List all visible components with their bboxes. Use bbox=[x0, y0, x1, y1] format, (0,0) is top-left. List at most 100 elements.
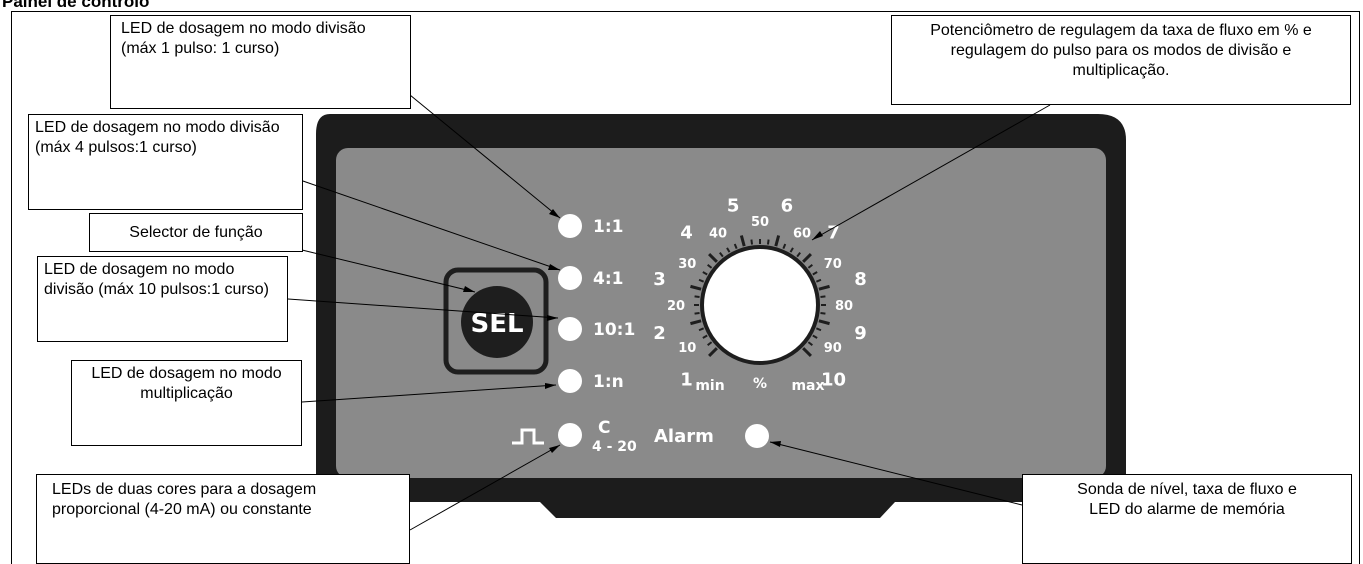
callout-led-10-1: LED de dosagem no modo divisão (máx 10 p… bbox=[37, 256, 288, 342]
led-1-1-label: 1:1 bbox=[593, 217, 623, 237]
alarm-label: Alarm bbox=[654, 426, 714, 447]
led-4-1-label: 4:1 bbox=[593, 269, 623, 289]
dial-minor-tick bbox=[815, 327, 822, 332]
dial-minor-tick bbox=[702, 271, 708, 276]
callout-led-dual: LEDs de duas cores para a dosagem propor… bbox=[36, 474, 410, 564]
dial-major-tick bbox=[739, 235, 746, 247]
dial-minor-tick bbox=[766, 239, 770, 245]
callout-led-1-n: LED de dosagem no modo multiplicação bbox=[71, 360, 302, 446]
dial-minor-tick bbox=[698, 278, 705, 283]
dial-minor-tick bbox=[796, 252, 801, 258]
page-title: Painel de controlo bbox=[2, 0, 150, 11]
dial-minor-tick bbox=[807, 341, 813, 346]
dial-major-tick bbox=[774, 235, 781, 247]
dial-percent-number: 80 bbox=[835, 299, 853, 314]
dial-percent-number: 90 bbox=[824, 341, 842, 356]
led-4-1 bbox=[558, 266, 582, 290]
dial-major-tick bbox=[818, 284, 830, 291]
dial-minor-tick bbox=[820, 295, 826, 299]
dial-minor-tick bbox=[750, 239, 754, 245]
leader-led-1-n bbox=[301, 384, 557, 403]
sel-button[interactable] bbox=[461, 286, 533, 358]
leader-potentiometer bbox=[811, 104, 1051, 241]
led-dual bbox=[558, 423, 582, 447]
leader-led-1-1 bbox=[409, 94, 561, 219]
led-10-1-label: 10:1 bbox=[593, 320, 635, 340]
dial-major-tick bbox=[690, 319, 702, 326]
led-dual-sublabel: 4 - 20 bbox=[592, 439, 637, 455]
dial-minor-tick bbox=[694, 311, 700, 315]
arrowhead-led-dual bbox=[549, 445, 560, 453]
dial-stroke-number: 10 bbox=[821, 370, 846, 391]
led-1-1 bbox=[558, 214, 582, 238]
arrowhead-selector bbox=[463, 286, 475, 292]
dial-percent-number: 50 bbox=[751, 215, 769, 230]
callout-led-1-1: LED de dosagem no modo divisão (máx 1 pu… bbox=[110, 15, 411, 109]
dial-knob[interactable] bbox=[700, 245, 820, 365]
callout-led-4-1: LED de dosagem no modo divisão (máx 4 pu… bbox=[28, 114, 303, 210]
leader-lines bbox=[287, 94, 1051, 531]
figure-frame bbox=[11, 11, 1360, 564]
dial-minor-tick bbox=[782, 243, 787, 250]
led-1-n bbox=[558, 369, 582, 393]
dial-minor-tick bbox=[789, 247, 794, 253]
leader-led-dual bbox=[409, 444, 561, 531]
dial-major-tick bbox=[708, 253, 718, 263]
dial-minor-tick bbox=[726, 247, 731, 253]
dial-minor-tick bbox=[698, 327, 705, 332]
led-dual-label: C bbox=[598, 418, 610, 438]
dial-percent-number: 40 bbox=[709, 226, 727, 241]
arrowhead-led-10-1 bbox=[547, 315, 558, 321]
dial-minor-tick bbox=[820, 311, 826, 315]
dial-minor-tick bbox=[815, 278, 822, 283]
led-1-n-label: 1:n bbox=[593, 372, 624, 392]
callout-alarm: Sonda de nível, taxa de fluxo e LED do a… bbox=[1022, 474, 1352, 564]
leader-selector bbox=[301, 249, 476, 293]
dial-percent-label: % bbox=[753, 376, 767, 392]
dial-stroke-number: 1 bbox=[680, 370, 693, 391]
dial-major-tick bbox=[708, 347, 718, 357]
dial-major-tick bbox=[802, 347, 812, 357]
dial-minor-tick bbox=[719, 252, 724, 258]
leader-arrowheads bbox=[463, 209, 823, 453]
dial-minor-tick bbox=[694, 295, 700, 299]
dial-stroke-number: 5 bbox=[727, 196, 740, 217]
pulse-icon bbox=[512, 428, 544, 445]
dial-major-tick bbox=[818, 319, 830, 326]
dial-max-label: max bbox=[791, 378, 824, 394]
sel-button-frame bbox=[443, 267, 549, 375]
dial-minor-tick bbox=[707, 341, 713, 346]
callout-selector: Selector de função bbox=[89, 213, 303, 252]
dial-minor-tick bbox=[702, 334, 708, 339]
dial-minor-tick bbox=[812, 271, 818, 276]
leader-led-10-1 bbox=[287, 298, 559, 319]
dial-minor-tick bbox=[707, 264, 713, 269]
arrowhead-potentiometer bbox=[812, 231, 823, 240]
dial-min-label: min bbox=[695, 378, 724, 394]
dial-percent-number: 10 bbox=[678, 341, 696, 356]
dial-stroke-number: 2 bbox=[653, 323, 666, 344]
dial-percent-number: 20 bbox=[667, 299, 685, 314]
alarm-led bbox=[745, 424, 769, 448]
dial-minor-tick bbox=[733, 243, 738, 250]
arrowhead-led-1-1 bbox=[549, 209, 560, 218]
dial-stroke-number: 7 bbox=[827, 222, 840, 243]
dial-stroke-number: 4 bbox=[680, 222, 693, 243]
dial-percent-number: 60 bbox=[793, 226, 811, 241]
dial-percent-number: 70 bbox=[824, 257, 842, 272]
dial-stroke-number: 3 bbox=[653, 269, 666, 290]
leader-led-4-1 bbox=[299, 179, 561, 271]
dial-minor-tick bbox=[807, 264, 813, 269]
callout-potentiometer: Potenciômetro de regulagem da taxa de fl… bbox=[891, 15, 1351, 105]
dial-major-tick bbox=[690, 284, 702, 291]
dial-stroke-number: 6 bbox=[781, 196, 794, 217]
dial-stroke-number: 8 bbox=[854, 269, 867, 290]
dial-stroke-number: 9 bbox=[854, 323, 867, 344]
dial-minor-tick bbox=[812, 334, 818, 339]
led-10-1 bbox=[558, 317, 582, 341]
arrowhead-led-1-n bbox=[545, 383, 556, 389]
dial-major-tick bbox=[802, 253, 812, 263]
arrowhead-alarm bbox=[770, 441, 781, 447]
